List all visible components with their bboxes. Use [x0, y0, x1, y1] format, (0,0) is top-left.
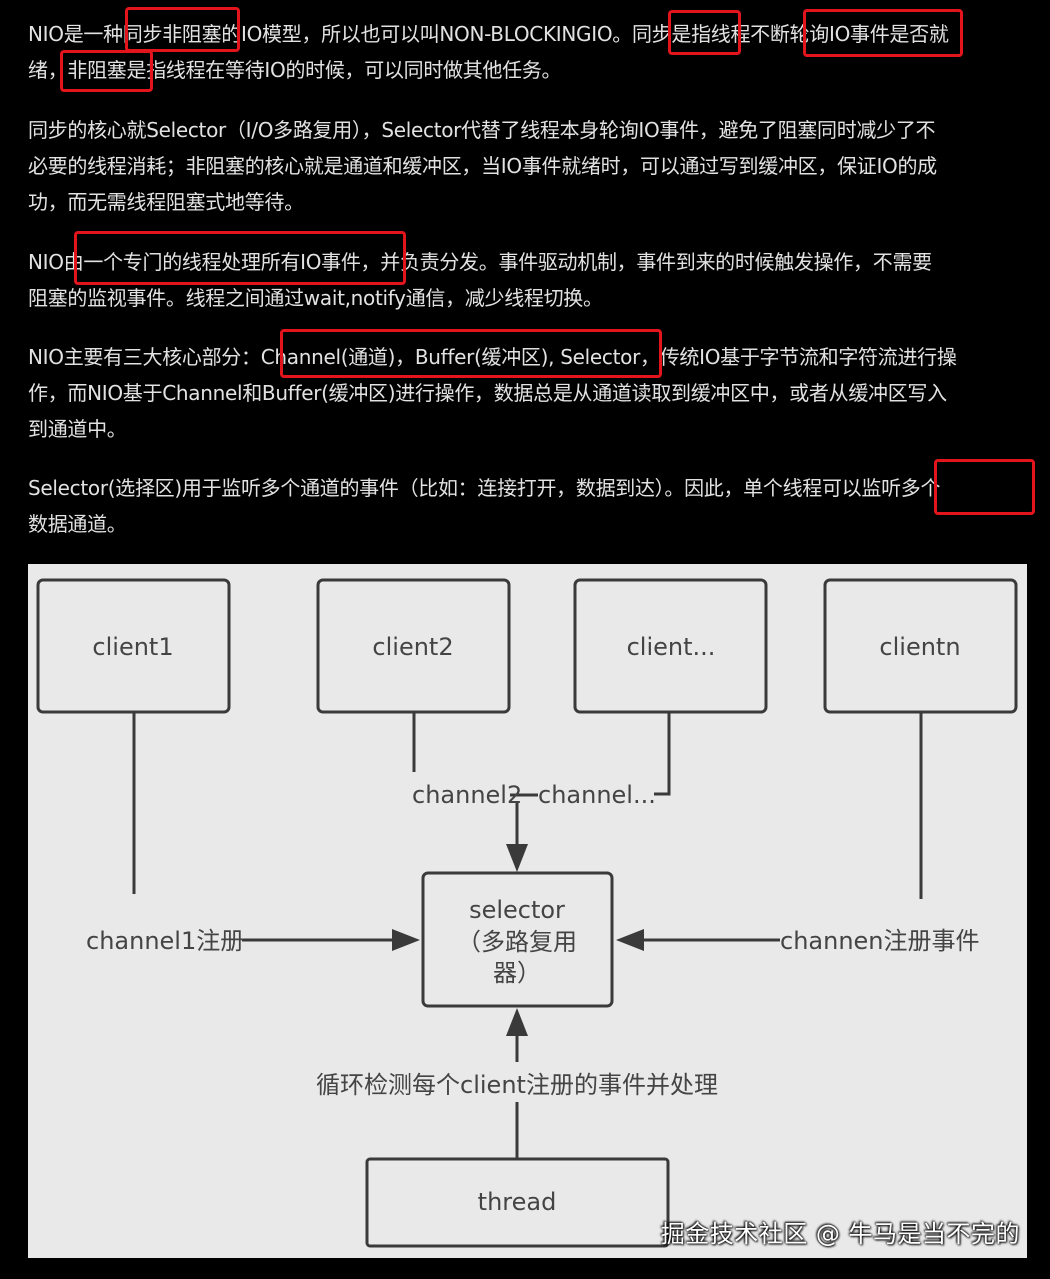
thread-loop-label: 循环检测每个client注册的事件并处理 — [316, 1071, 718, 1099]
channeln-label: channen注册事件 — [780, 927, 980, 955]
text-line: NIO由一个专门的线程处理所有IO事件，并负责分发。事件驱动机制，事件到来的时候… — [28, 250, 932, 274]
channel2-label: channel2 — [412, 781, 522, 809]
edge-client-more — [654, 712, 671, 796]
text-line: NIO是一种同步非阻塞的IO模型，所以也可以叫NON-BLOCKINGIO。同步… — [28, 22, 949, 46]
text-line: 到通道中。 — [28, 417, 127, 441]
text-line: 阻塞的监视事件。线程之间通过wait,notify通信，减少线程切换。 — [28, 286, 603, 310]
selector-label-sub: 器） — [493, 959, 541, 987]
selector-label: selector — [469, 896, 565, 924]
edges — [132, 712, 923, 1159]
arrowhead — [506, 1008, 528, 1036]
node-selector: selector （多路复用 器） — [421, 871, 614, 1008]
clientn-label: clientn — [879, 633, 960, 661]
nio-architecture-diagram: client1 client2 client... clientn select… — [28, 564, 1027, 1258]
client-more-label: client... — [627, 633, 716, 661]
text-line: 绪，非阻塞是指线程在等待IO的时候，可以同时做其他任务。 — [28, 58, 562, 82]
watermark: 掘金技术社区 @ 牛马是当不完的 — [660, 1220, 1020, 1248]
arrowhead — [506, 844, 528, 872]
node-client2: client2 — [316, 578, 511, 714]
thread-label: thread — [478, 1188, 557, 1216]
paragraph-selector-core: 同步的核心就Selector（I/O多路复用），Selector代替了线程本身轮… — [28, 112, 1028, 220]
text-line: 同步的核心就Selector（I/O多路复用），Selector代替了线程本身轮… — [28, 118, 936, 142]
node-client-more: client... — [573, 578, 768, 714]
text-line: 功，而无需线程阻塞式地等待。 — [28, 190, 304, 214]
client1-label: client1 — [92, 633, 173, 661]
paragraph-nio-intro: NIO是一种同步非阻塞的IO模型，所以也可以叫NON-BLOCKINGIO。同步… — [28, 16, 1028, 88]
node-clientn: clientn — [823, 578, 1018, 714]
text-line: Selector(选择区)用于监听多个通道的事件（比如：连接打开，数据到达）。因… — [28, 476, 941, 500]
arrowhead — [392, 929, 420, 951]
text-line: 作，而NIO基于Channel和Buffer(缓冲区)进行操作，数据总是从通道读… — [28, 381, 947, 405]
paragraph-selector-listen: Selector(选择区)用于监听多个通道的事件（比如：连接打开，数据到达）。因… — [28, 470, 1028, 542]
text-line: 数据通道。 — [28, 512, 127, 536]
selector-label-sub: （多路复用 — [457, 928, 577, 956]
paragraph-dedicated-thread: NIO由一个专门的线程处理所有IO事件，并负责分发。事件驱动机制，事件到来的时候… — [28, 244, 1028, 316]
channel-more-label: channel... — [538, 781, 656, 809]
text-line: NIO主要有三大核心部分：Channel(通道)，Buffer(缓冲区), Se… — [28, 345, 957, 369]
text-line: 必要的线程消耗；非阻塞的核心就是通道和缓冲区，当IO事件就绪时，可以通过写到缓冲… — [28, 154, 937, 178]
paragraph-three-parts: NIO主要有三大核心部分：Channel(通道)，Buffer(缓冲区), Se… — [28, 339, 1028, 447]
arrowhead — [616, 929, 644, 951]
client2-label: client2 — [372, 633, 453, 661]
node-client1: client1 — [36, 578, 231, 714]
node-thread: thread — [365, 1157, 670, 1248]
channel1-label: channel1注册 — [86, 927, 244, 955]
